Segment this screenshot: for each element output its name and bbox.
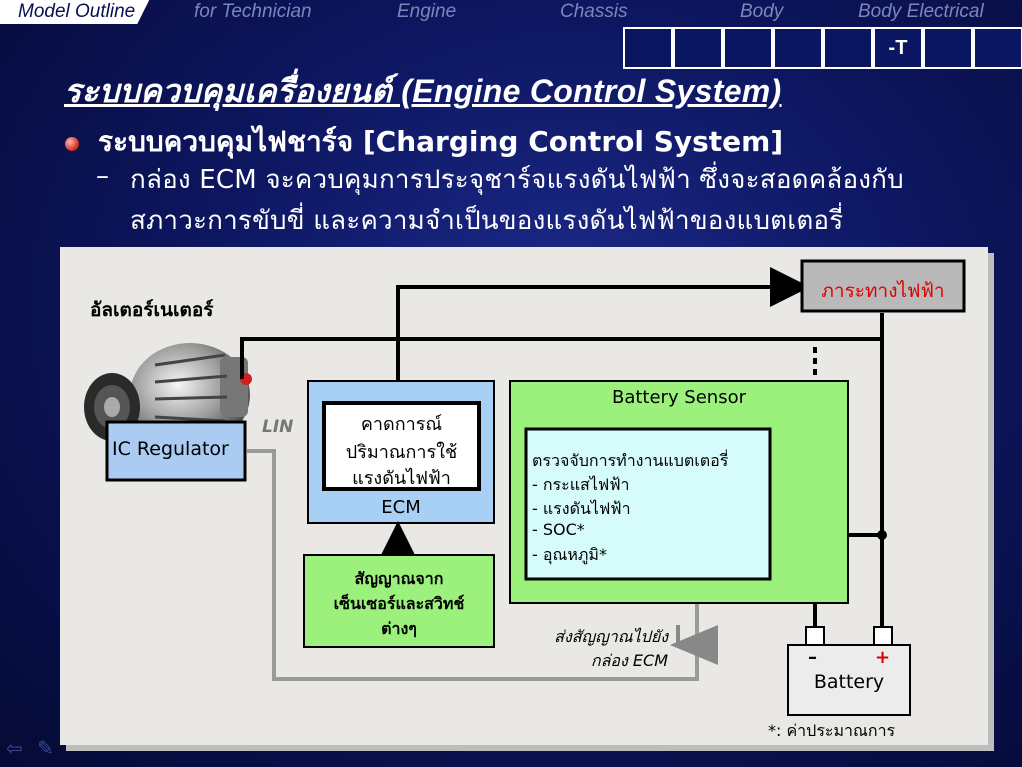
tab-chassis[interactable]: Chassis	[560, 1, 628, 22]
ic-regulator-label: IC Regulator	[112, 438, 229, 460]
ecm-forecast-line-1: คาดการณ์	[360, 414, 443, 435]
code-box	[973, 27, 1022, 69]
send-signal-line-1: ส่งสัญญาณไปยัง	[554, 627, 668, 646]
sensor-item-voltage: - แรงดันไฟฟ้า	[532, 499, 631, 518]
pen-icon[interactable]: ✎	[37, 736, 54, 760]
electrical-load-label: ภาระทางไฟฟ้า	[821, 280, 945, 302]
diagram-svg	[84, 259, 966, 716]
description-line-1: กล่อง ECM จะควบคุมการประจุชาร์จแรงดันไฟฟ…	[130, 165, 904, 195]
diagram-panel: อัลเตอร์เนเตอร์ IC Regulator LIN คาดการณ…	[60, 247, 988, 745]
slide-nav: ⇦ ✎	[6, 736, 54, 760]
battery-plus: +	[875, 647, 891, 668]
code-box: -T	[873, 27, 923, 69]
tab-model-outline[interactable]: Model Outline	[0, 0, 150, 24]
bullet-icon	[65, 137, 79, 151]
signals-line-2: เซ็นเซอร์และสวิทช์	[333, 594, 465, 613]
sensor-item-soc: - SOC*	[532, 520, 585, 539]
footnote: *: ค่าประมาณการ	[768, 721, 896, 740]
ecm-forecast-line-3: แรงดันไฟฟ้า	[352, 468, 451, 489]
code-box	[923, 27, 973, 69]
battery-sensor-label: Battery Sensor	[611, 387, 747, 408]
alternator-label: อัลเตอร์เนเตอร์	[90, 299, 214, 321]
battery-minus: –	[808, 647, 817, 668]
code-box	[773, 27, 823, 69]
sensor-item-temperature: - อุณหภูมิ*	[532, 545, 607, 564]
battery-label: Battery	[813, 671, 885, 693]
tab-for-technician[interactable]: for Technician	[194, 1, 312, 22]
signals-line-1: สัญญาณจาก	[354, 569, 444, 588]
model-code-boxes: -T	[623, 27, 1022, 69]
code-box	[623, 27, 673, 69]
bullet-heading: ระบบควบคุมไฟชาร์จ [Charging Control Syst…	[98, 125, 784, 158]
send-signal-line-2: กล่อง ECM	[590, 651, 668, 670]
description-line-2: สภาวะการขับขี่ และความจำเป็นของแรงดันไฟฟ…	[130, 206, 844, 236]
slide-title: ระบบควบคุมเครื่องยนต์ (Engine Control Sy…	[64, 73, 782, 109]
dash-marker: –	[96, 161, 109, 191]
lin-label: LIN	[262, 417, 294, 437]
tab-body-electrical[interactable]: Body Electrical	[858, 1, 984, 22]
code-box	[823, 27, 873, 69]
code-box	[723, 27, 773, 69]
sensor-item-current: - กระแสไฟฟ้า	[532, 475, 630, 494]
ecm-label: ECM	[381, 497, 421, 518]
tab-engine[interactable]: Engine	[397, 1, 457, 22]
signals-line-3: ต่างๆ	[381, 619, 417, 638]
ecm-forecast-line-2: ปริมาณการใช้	[345, 442, 458, 463]
back-arrow-icon[interactable]: ⇦	[6, 736, 23, 760]
code-box	[673, 27, 723, 69]
sensor-detect-title: ตรวจจับการทำงานแบตเตอรี่	[532, 451, 729, 470]
top-nav: Model Outline for Technician Engine Chas…	[0, 0, 1022, 26]
tab-body[interactable]: Body	[740, 1, 784, 22]
